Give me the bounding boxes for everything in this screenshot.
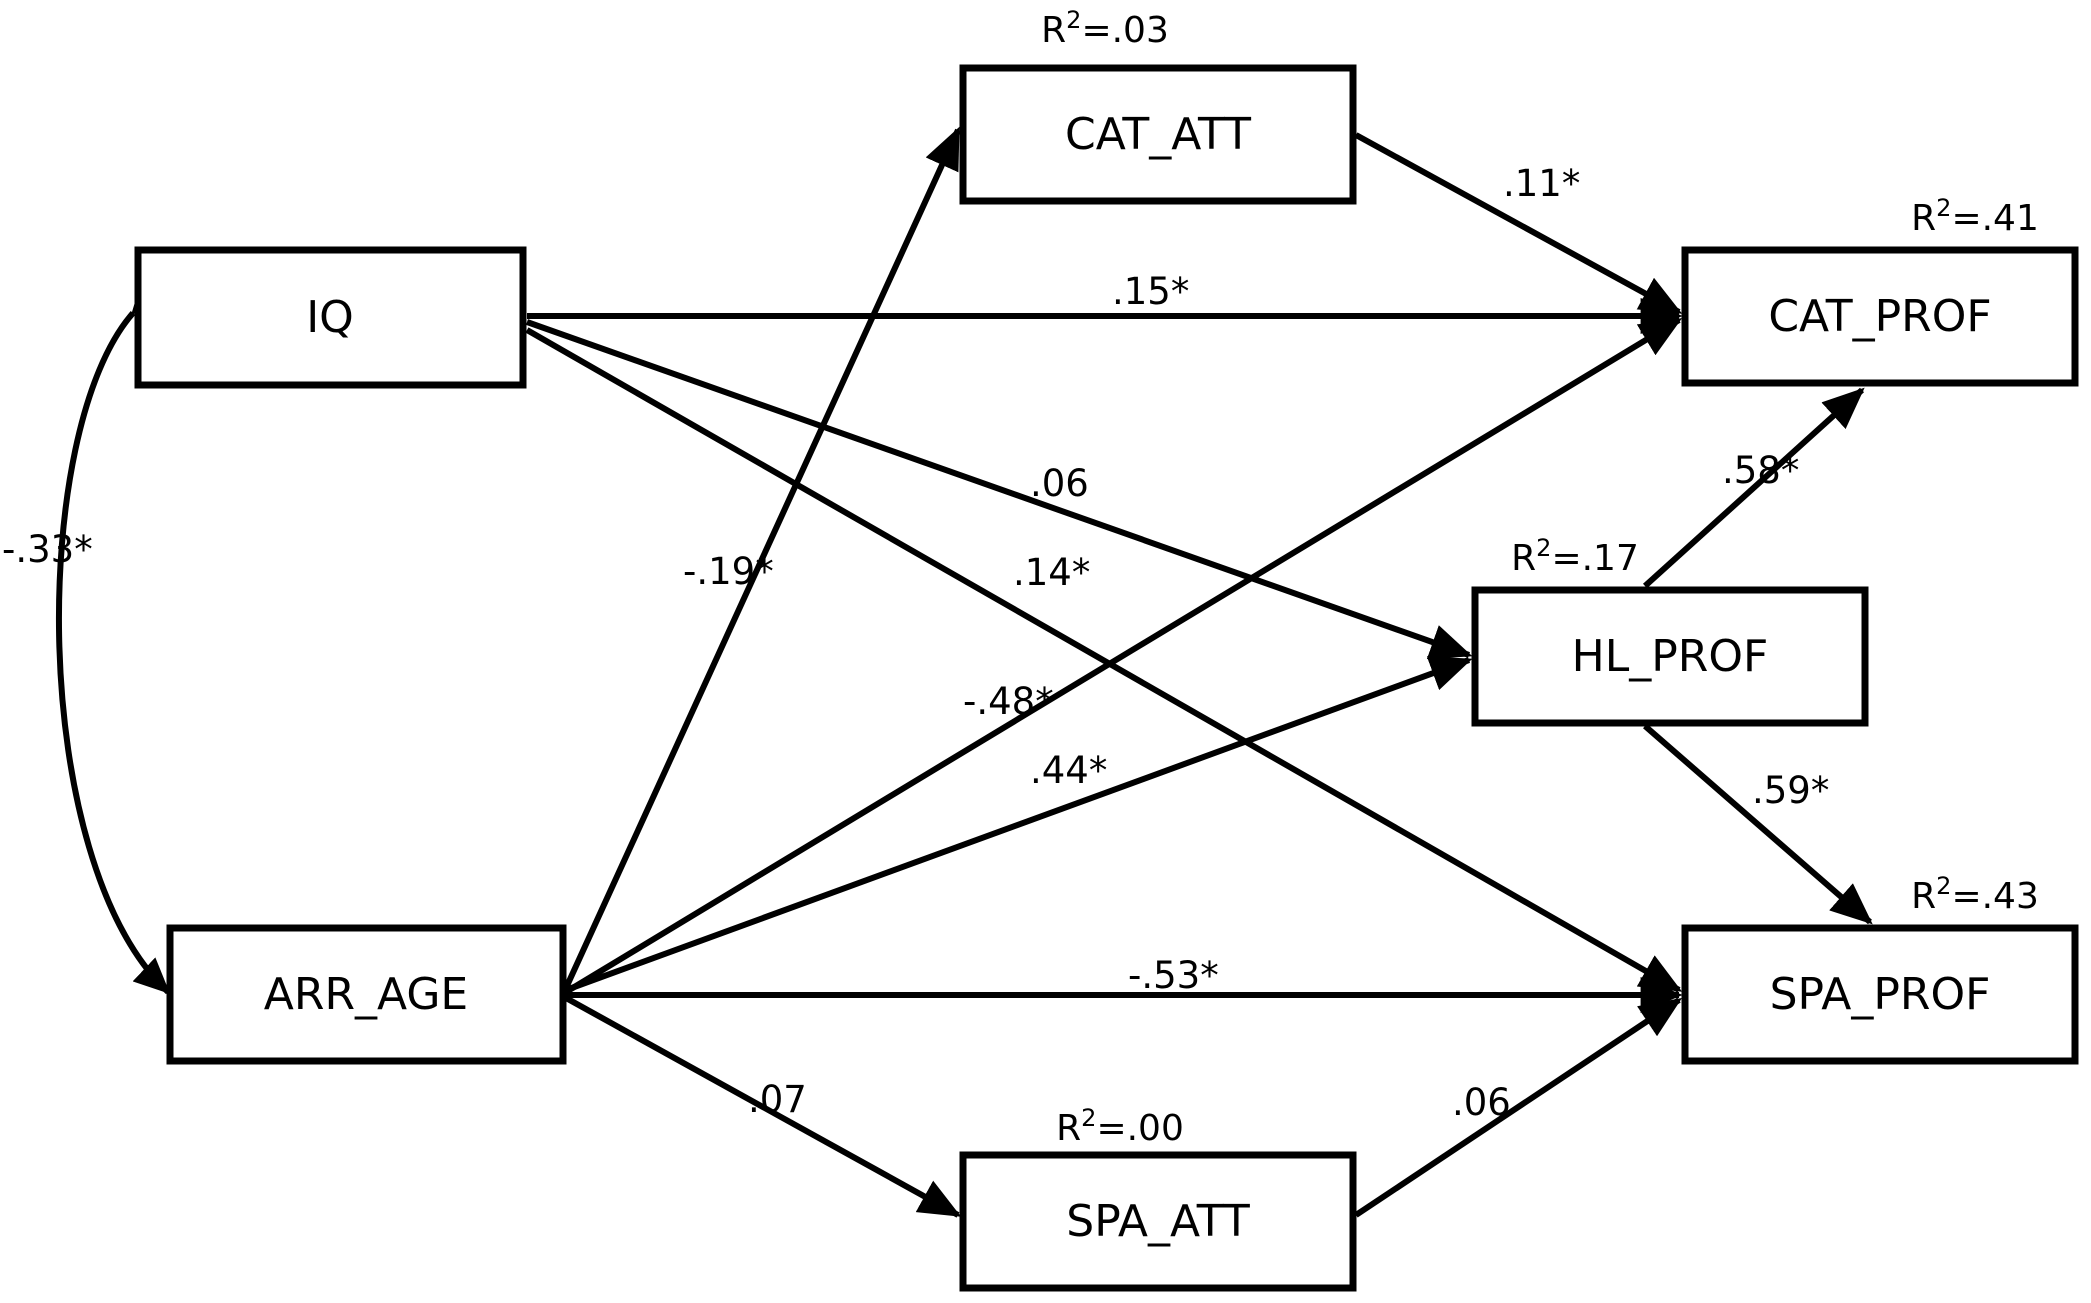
edge-arrage-hlprof bbox=[564, 656, 1473, 993]
edge-iq-arrage-correlation bbox=[55, 277, 171, 995]
coef-arrage-catprof: .44* bbox=[1030, 749, 1107, 792]
node-arr-age[interactable]: ARR_AGE bbox=[166, 924, 567, 1065]
edges-layer bbox=[55, 126, 1873, 1218]
node-hl-prof[interactable]: HL_PROF bbox=[1471, 586, 1869, 727]
edge-hlprof-spaprof bbox=[1643, 723, 1873, 925]
node-iq[interactable]: IQ bbox=[134, 246, 527, 389]
edge-iq-spaprof bbox=[525, 327, 1683, 993]
edge-spaatt-spaprof bbox=[1354, 997, 1682, 1218]
node-arr-age-label: ARR_AGE bbox=[264, 969, 468, 1020]
coefficient-labels-layer: .11* .15* .06 -.19* .14* -.48* .44* .58*… bbox=[2, 162, 1829, 1124]
coef-hlprof-catprof: .58* bbox=[1722, 449, 1799, 492]
edge-iq-hlprof bbox=[526, 319, 1473, 660]
node-spa-att-label: SPA_ATT bbox=[1066, 1196, 1250, 1247]
nodes-layer: IQ ARR_AGE CAT_ATT SPA_ATT HL_PROF bbox=[134, 64, 2079, 1292]
node-iq-label: IQ bbox=[306, 292, 354, 343]
r2-label-spa-att: R2=.00 bbox=[1056, 1104, 1184, 1149]
r2-label-cat-prof: R2=.41 bbox=[1911, 194, 2039, 239]
node-spa-prof[interactable]: SPA_PROF bbox=[1681, 924, 2079, 1065]
r2-label-hl-prof: R2=.17 bbox=[1511, 534, 1639, 579]
coef-catatt-catprof: .11* bbox=[1503, 162, 1580, 205]
coef-iq-hlprof: .06 bbox=[1030, 462, 1089, 505]
node-spa-att[interactable]: SPA_ATT bbox=[959, 1151, 1357, 1292]
coef-arrage-spaprof: -.53* bbox=[1128, 954, 1219, 997]
coef-iq-arrage-corr: -.33* bbox=[2, 528, 93, 571]
node-cat-att[interactable]: CAT_ATT bbox=[959, 64, 1357, 205]
coef-arrage-spaatt: .07 bbox=[748, 1078, 807, 1121]
coef-iq-catprof: .15* bbox=[1112, 270, 1189, 313]
node-hl-prof-label: HL_PROF bbox=[1572, 631, 1769, 682]
coef-iq-spaprof: -.48* bbox=[963, 680, 1054, 723]
coef-hlprof-spaprof: .59* bbox=[1752, 769, 1829, 812]
coef-arrage-hlprof: .14* bbox=[1013, 551, 1090, 594]
edge-hlprof-catprof bbox=[1642, 387, 1865, 589]
edge-arrage-spaatt bbox=[564, 995, 962, 1218]
edge-arrage-catatt bbox=[563, 126, 961, 990]
coef-spaatt-spaprof: .06 bbox=[1452, 1081, 1511, 1124]
r2-labels-layer: R2=.03 R2=.00 R2=.17 R2=.41 R2=.43 bbox=[1041, 6, 2039, 1149]
node-cat-prof[interactable]: CAT_PROF bbox=[1681, 246, 2079, 387]
r2-label-cat-att: R2=.03 bbox=[1041, 6, 1169, 51]
node-spa-prof-label: SPA_PROF bbox=[1770, 969, 1991, 1020]
r2-label-spa-prof: R2=.43 bbox=[1911, 872, 2039, 917]
coef-arrage-catatt: -.19* bbox=[683, 550, 774, 593]
node-cat-att-label: CAT_ATT bbox=[1065, 109, 1251, 160]
edge-arrage-catprof bbox=[564, 317, 1683, 995]
edge-catatt-catprof bbox=[1354, 132, 1683, 315]
node-cat-prof-label: CAT_PROF bbox=[1768, 291, 1991, 342]
